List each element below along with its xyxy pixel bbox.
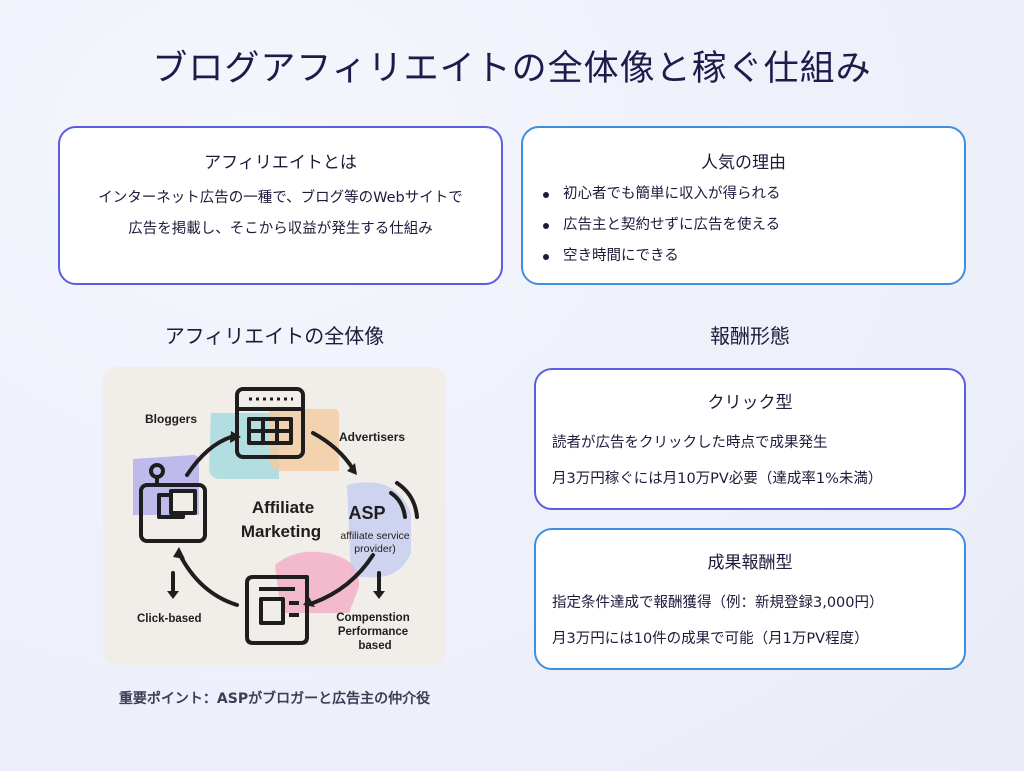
arrow-asp-to-doc [311, 553, 375, 605]
center-label-line1: Affiliate [252, 498, 314, 517]
asp-sub-line1: affiliate service [340, 530, 409, 542]
document-icon [245, 575, 309, 645]
overview-heading: アフィリエイトの全体像 [164, 324, 385, 348]
click-reward-line: 月3万円稼ぐには月10万PV必要（達成率1%未満） [552, 471, 883, 487]
click-reward-heading: クリック型 [707, 393, 793, 413]
performance-label-line1: Compenstion [336, 612, 409, 624]
what-is-card: アフィリエイトとは インターネット広告の一種で、ブログ等のWebサイトで 広告を… [58, 126, 503, 285]
pink-blob [275, 551, 360, 613]
click-reward-body: 読者が広告をクリックした時点で成果発生 月3万円稼ぐには月10万PV必要（達成率… [552, 425, 964, 497]
performance-label-line3: based [358, 640, 391, 652]
performance-reward-heading: 成果報酬型 [707, 553, 793, 573]
document-grid-icon [235, 387, 305, 459]
lavender-blob [347, 482, 411, 578]
diagram-svg: Bloggers Advertisers Affiliate Marketing… [133, 387, 419, 652]
key-point-note: 重要ポイント：ASPがブロガーと広告主の仲介役 [118, 691, 431, 707]
list-item: 初心者でも簡単に収入が得られる [539, 179, 964, 210]
bloggers-label: Bloggers [145, 412, 197, 426]
arrow-bloggers-to-doc [185, 435, 233, 477]
performance-reward-card: 成果報酬型 指定条件達成で報酬獲得（例：新規登録3,000円） 月3万円には10… [534, 528, 966, 670]
arrowhead [173, 547, 185, 559]
what-is-body: インターネット広告の一種で、ブログ等のWebサイトで 広告を掲載し、そこから収益… [60, 183, 501, 245]
arrowhead [167, 591, 179, 599]
blogger-icon [139, 463, 207, 543]
rewards-heading: 報酬形態 [710, 324, 790, 348]
what-is-line: 広告を掲載し、そこから収益が発生する仕組み [128, 221, 433, 237]
arrowhead [230, 431, 241, 443]
popularity-heading: 人気の理由 [701, 153, 786, 173]
performance-label-line2: Performance [338, 626, 408, 638]
click-reward-line: 読者が広告をクリックした時点で成果発生 [552, 435, 828, 451]
teal-blob [209, 413, 279, 479]
list-item: 広告主と契約せずに広告を使える [539, 210, 964, 241]
cycle-arrows [171, 431, 381, 607]
arrowhead [303, 597, 315, 607]
click-reward-card: クリック型 読者が広告をクリックした時点で成果発生 月3万円稼ぐには月10万PV… [534, 368, 966, 510]
page-title: ブログアフィリエイトの全体像と稼ぐ仕組み [152, 49, 872, 89]
what-is-heading: アフィリエイトとは [204, 153, 357, 173]
arrowhead [373, 591, 385, 599]
advertisers-label: Advertisers [339, 430, 405, 444]
list-item: 空き時間にできる [539, 241, 964, 272]
asp-label: ASP [348, 503, 385, 523]
signal-icon [389, 481, 419, 519]
popularity-card: 人気の理由 初心者でも簡単に収入が得られる 広告主と契約せずに広告を使える 空き… [521, 126, 966, 285]
arrow-doc-to-advertisers [311, 431, 355, 471]
performance-reward-body: 指定条件達成で報酬獲得（例：新規登録3,000円） 月3万円には10件の成果で可… [552, 585, 964, 657]
performance-reward-line: 指定条件達成で報酬獲得（例：新規登録3,000円） [552, 595, 884, 611]
performance-reward-line: 月3万円には10件の成果で可能（月1万PV程度） [552, 631, 869, 647]
popularity-list: 初心者でも簡単に収入が得られる 広告主と契約せずに広告を使える 空き時間にできる [539, 179, 964, 272]
click-based-label: Click-based [137, 613, 202, 625]
asp-sub-line2: provider) [354, 543, 395, 555]
affiliate-diagram: Bloggers Advertisers Affiliate Marketing… [103, 367, 446, 665]
center-label-line2: Marketing [241, 522, 321, 541]
what-is-line: インターネット広告の一種で、ブログ等のWebサイトで [98, 190, 463, 206]
arrow-doc-to-blogger [177, 551, 239, 607]
arrowhead [347, 463, 357, 475]
arrow-heads [167, 431, 385, 607]
